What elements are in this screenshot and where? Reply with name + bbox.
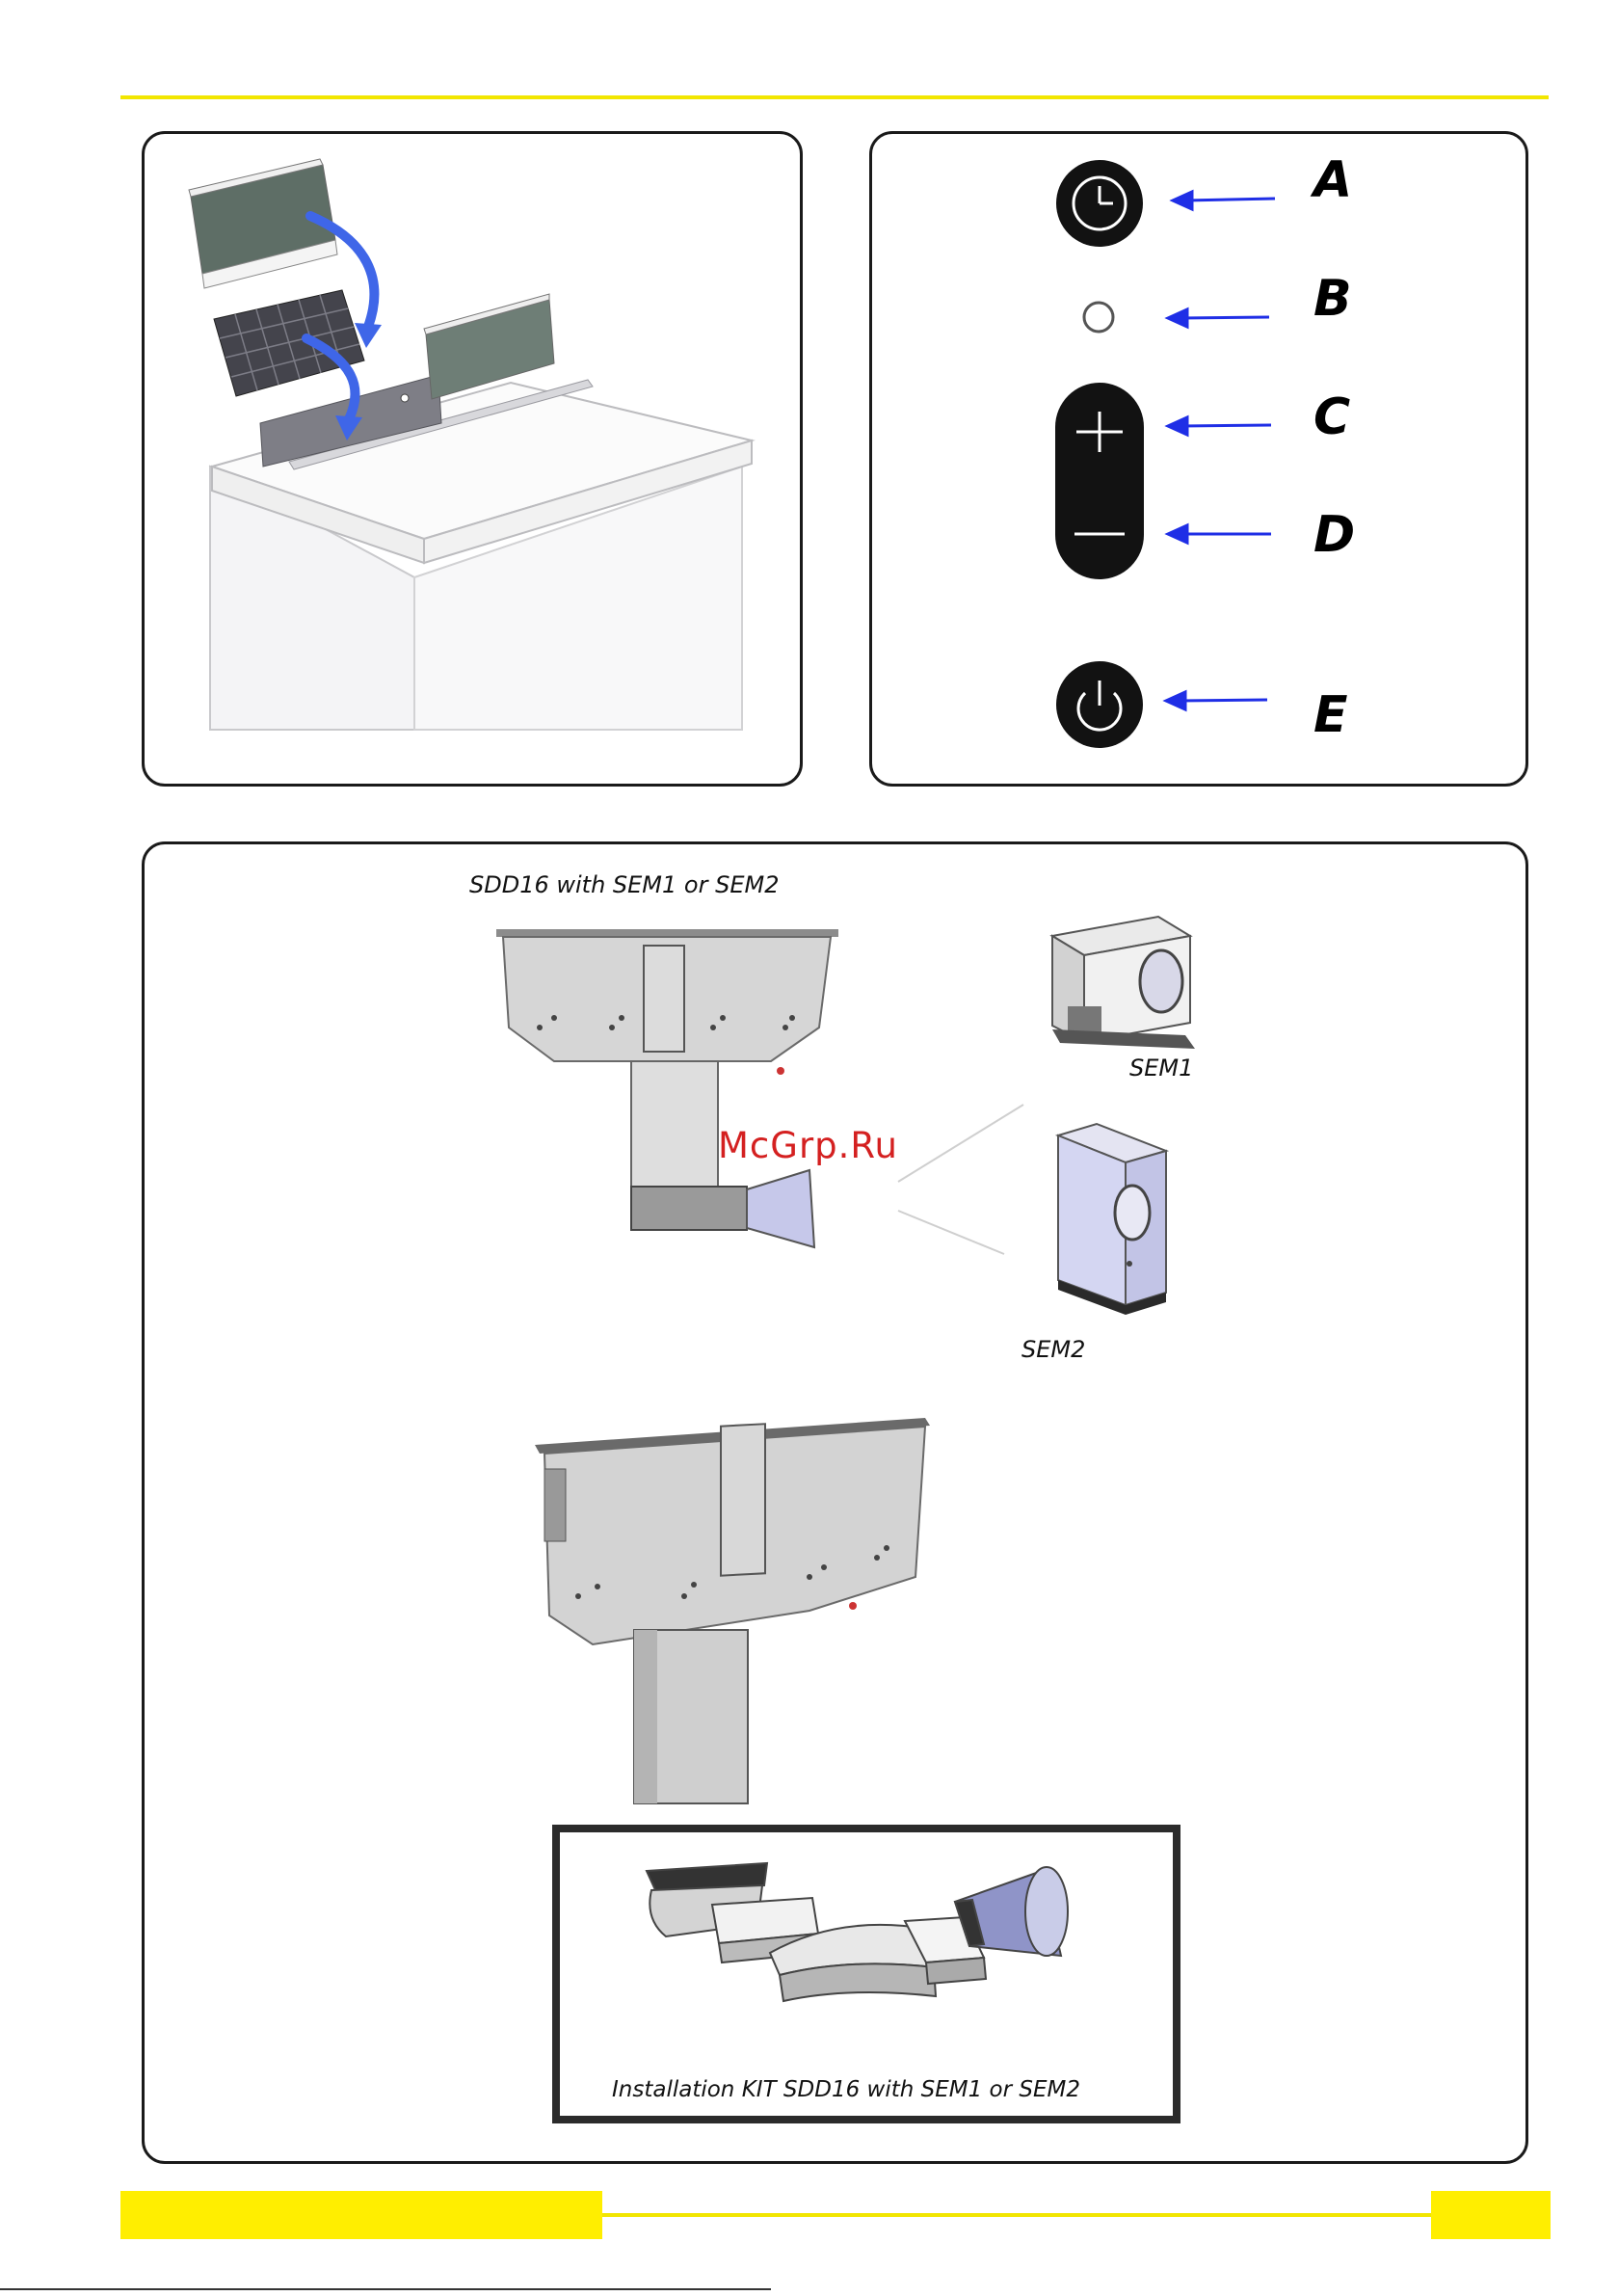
caption-installation-kit: Installation KIT SDD16 with SEM1 or SEM2 (612, 2079, 1080, 2101)
filter-replacement-panel (142, 131, 803, 787)
label-e: E (1313, 690, 1348, 740)
sdd16-unit-upper (496, 929, 838, 1247)
led-indicator-icon (1084, 303, 1113, 332)
filter-replacement-illustration (145, 134, 800, 784)
label-b: B (1313, 274, 1352, 324)
caption-sdd16: SDD16 with SEM1 or SEM2 (469, 873, 779, 896)
control-panel-diagram: A B C D E (869, 131, 1528, 787)
installation-kit-box: Installation KIT SDD16 with SEM1 or SEM2 (552, 1825, 1180, 2123)
arrow-to-c (1168, 417, 1271, 435)
sdd16-unit-lower (535, 1418, 930, 1803)
arrow-to-b (1168, 309, 1269, 327)
page-crop-mark (0, 2288, 771, 2290)
arrow-to-d (1168, 525, 1271, 543)
watermark: McGrp.Ru (718, 1128, 898, 1163)
control-buttons-illustration (872, 134, 1525, 784)
label-sem1: SEM1 (1129, 1056, 1193, 1080)
label-sem2: SEM2 (1021, 1338, 1085, 1361)
label-a: A (1313, 155, 1352, 205)
power-icon (1056, 661, 1143, 748)
sem1-unit (1052, 917, 1195, 1049)
footer-yellow-bar-left (120, 2191, 602, 2239)
footer-yellow-bar-right (1431, 2191, 1551, 2239)
arrow-to-e (1166, 692, 1267, 709)
label-c: C (1313, 392, 1350, 442)
installation-kit-illustration (560, 1832, 1173, 2116)
timer-clock-icon (1056, 160, 1143, 247)
footer-yellow-line (602, 2213, 1431, 2217)
label-d: D (1313, 510, 1355, 560)
top-yellow-rule (120, 95, 1549, 99)
sem2-unit (1058, 1124, 1166, 1315)
arrow-to-a (1173, 192, 1275, 209)
